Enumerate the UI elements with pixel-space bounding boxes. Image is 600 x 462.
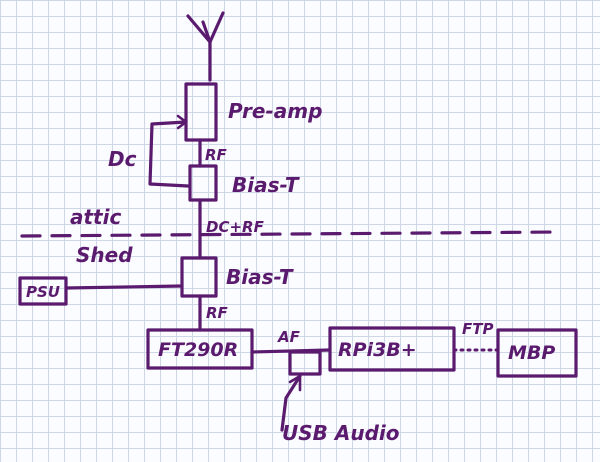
- mbp-label: MBP: [508, 342, 555, 364]
- dc-bypass-line: [148, 120, 190, 188]
- attic-label: attic: [70, 205, 121, 229]
- rpi-label: RPi3B+: [338, 339, 417, 361]
- psu-line: [64, 284, 184, 290]
- preamp-label: Pre-amp: [228, 99, 322, 123]
- ftp-label: FTP: [462, 320, 493, 338]
- af-label: AF: [277, 328, 301, 346]
- ft290r-label: FT290R: [158, 339, 238, 361]
- psu-box: [18, 276, 68, 306]
- shed-label: Shed: [76, 243, 133, 267]
- antenna-icon: [186, 11, 225, 82]
- rf-label-bottom: RF: [206, 304, 229, 322]
- dc-rf-label: DC+RF: [206, 218, 265, 236]
- bias-t-bottom-label: Bias-T: [226, 265, 294, 289]
- bias-t-bottom-box: [180, 256, 218, 298]
- psu-label: PSU: [26, 283, 60, 301]
- attic-shed-boundary: [20, 230, 562, 238]
- usb-audio-label: USB Audio: [282, 421, 400, 445]
- rf-label-top: RF: [205, 146, 228, 164]
- usb-audio-dongle: [288, 350, 322, 376]
- dc-label: Dc: [108, 147, 137, 171]
- dc-bypass-arrow: [176, 114, 188, 130]
- bias-t-top-label: Bias-T: [232, 173, 300, 197]
- usb-audio-arrowhead: [288, 374, 302, 392]
- usb-audio-arrow: [280, 374, 302, 432]
- preamp-box: [184, 82, 218, 142]
- bias-t-top-box: [188, 164, 218, 202]
- mbp-box: [496, 328, 578, 378]
- ft290r-box: [146, 328, 254, 370]
